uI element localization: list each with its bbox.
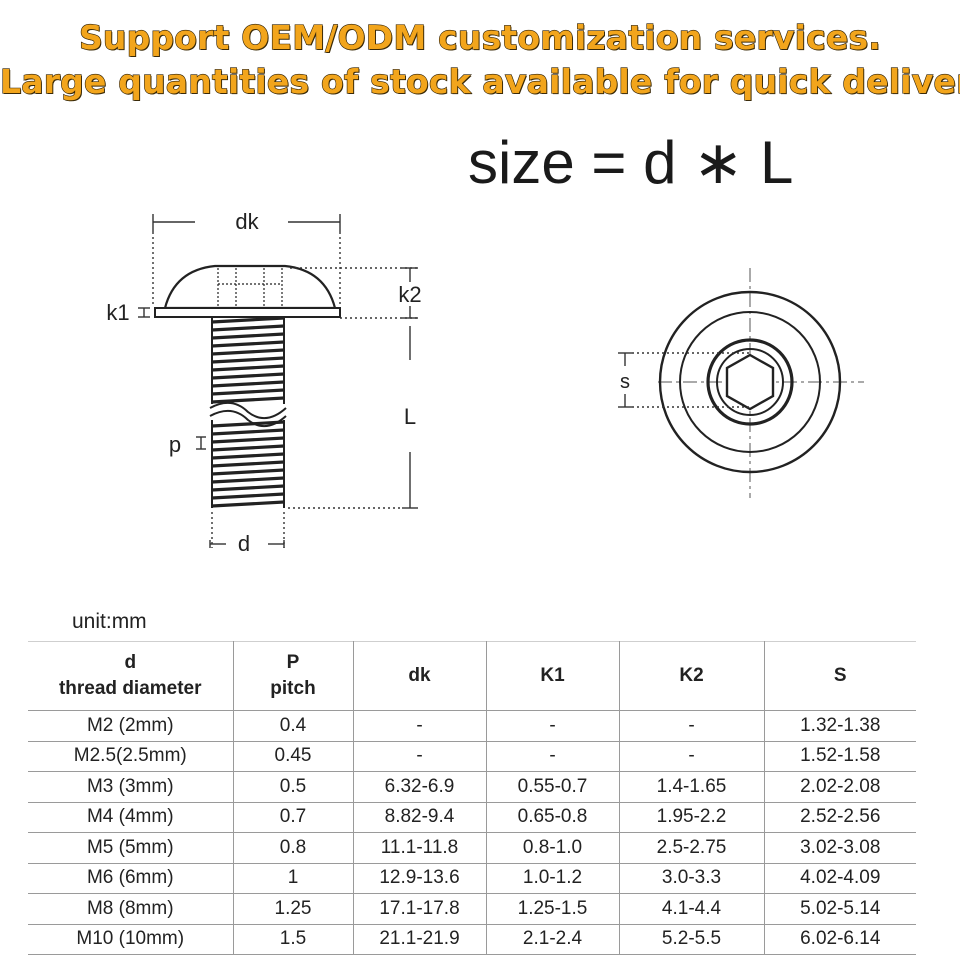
banner-line-2: Large quantities of stock available for … xyxy=(0,61,960,101)
banner-line-1: Support OEM/ODM customization services. xyxy=(78,17,882,57)
table-cell: 0.7 xyxy=(232,801,354,833)
table-cell: 1.25-1.5 xyxy=(485,893,620,925)
screw-drawing: dk k1 k2 L p d s xyxy=(106,209,864,556)
column-header-line1: K1 xyxy=(540,665,565,686)
table-cell: 1.25 xyxy=(232,893,354,925)
table-cell: 0.55-0.7 xyxy=(485,771,620,803)
table-cell: 0.5 xyxy=(232,771,354,803)
table-cell: 2.5-2.75 xyxy=(618,832,765,864)
table-cell: - xyxy=(618,710,765,742)
table-cell: 2.1-2.4 xyxy=(485,923,620,955)
screw-top-view xyxy=(658,268,864,498)
unit-label: unit:mm xyxy=(72,610,147,633)
column-header: d thread diameter xyxy=(28,641,234,711)
table-cell: M3 (3mm) xyxy=(28,771,234,803)
table-row: M2 (2mm)0.4---1.32-1.38 xyxy=(28,710,916,742)
table-cell: 12.9-13.6 xyxy=(352,862,487,894)
column-header-line2: pitch xyxy=(270,678,316,699)
table-cell: 0.65-0.8 xyxy=(485,801,620,833)
column-header-line1: d xyxy=(124,652,137,673)
column-header-line2: thread diameter xyxy=(58,678,202,699)
table-cell: 3.0-3.3 xyxy=(618,862,765,894)
table-cell: 6.32-6.9 xyxy=(352,771,487,803)
table-cell: M6 (6mm) xyxy=(28,862,234,894)
table-cell: 0.45 xyxy=(232,740,354,772)
table-cell: M5 (5mm) xyxy=(28,832,234,864)
column-header: K1 xyxy=(485,641,620,711)
table-cell: 0.8 xyxy=(232,832,354,864)
table-cell: 1 xyxy=(232,862,354,894)
table-cell: 5.2-5.5 xyxy=(618,923,765,955)
table-cell: 6.02-6.14 xyxy=(763,923,916,955)
label-p: p xyxy=(169,432,181,457)
table-cell: 5.02-5.14 xyxy=(763,893,916,925)
table-cell: 2.52-2.56 xyxy=(763,801,916,833)
label-k2: k2 xyxy=(398,282,421,307)
thread-lower xyxy=(211,420,285,508)
column-header: dk xyxy=(352,641,487,711)
table-cell: 8.82-9.4 xyxy=(352,801,487,833)
table-cell: - xyxy=(485,710,620,742)
table-cell: 1.95-2.2 xyxy=(618,801,765,833)
table-cell: 0.8-1.0 xyxy=(485,832,620,864)
table-cell: 1.32-1.38 xyxy=(763,710,916,742)
table-row: M2.5(2.5mm)0.45---1.52-1.58 xyxy=(28,740,916,772)
column-header-line1: S xyxy=(833,665,847,686)
table-cell: M10 (10mm) xyxy=(28,923,234,955)
table-cell: M4 (4mm) xyxy=(28,801,234,833)
table-cell: 4.1-4.4 xyxy=(618,893,765,925)
table-cell: 4.02-4.09 xyxy=(763,862,916,894)
column-header-line1: K2 xyxy=(679,665,704,686)
column-header-line1: P xyxy=(286,652,300,673)
label-k1: k1 xyxy=(106,300,129,325)
table-cell: M2 (2mm) xyxy=(28,710,234,742)
table-cell: 1.0-1.2 xyxy=(485,862,620,894)
table-cell: M2.5(2.5mm) xyxy=(28,740,234,772)
table-cell: 1.4-1.65 xyxy=(618,771,765,803)
table-cell: - xyxy=(618,740,765,772)
table-cell: 1.5 xyxy=(232,923,354,955)
table-cell: 1.52-1.58 xyxy=(763,740,916,772)
table-cell: M8 (8mm) xyxy=(28,893,234,925)
table-cell: - xyxy=(485,740,620,772)
thread-upper xyxy=(211,316,285,404)
screw-side-view xyxy=(154,264,341,508)
table-cell: 21.1-21.9 xyxy=(352,923,487,955)
table-cell: 2.02-2.08 xyxy=(763,771,916,803)
column-header-line1: dk xyxy=(408,665,431,686)
table-cell: - xyxy=(352,740,487,772)
size-formula: size = d ∗ L xyxy=(468,129,794,196)
column-header: K2 xyxy=(618,641,765,711)
label-s: s xyxy=(620,371,630,393)
table-cell: 17.1-17.8 xyxy=(352,893,487,925)
column-header: S xyxy=(763,641,916,711)
label-L: L xyxy=(404,404,416,429)
table-cell: 3.02-3.08 xyxy=(763,832,916,864)
label-d: d xyxy=(238,531,250,556)
table-cell: 0.4 xyxy=(232,710,354,742)
label-dk: dk xyxy=(235,209,259,234)
table-cell: - xyxy=(352,710,487,742)
table-cell: 11.1-11.8 xyxy=(352,832,487,864)
